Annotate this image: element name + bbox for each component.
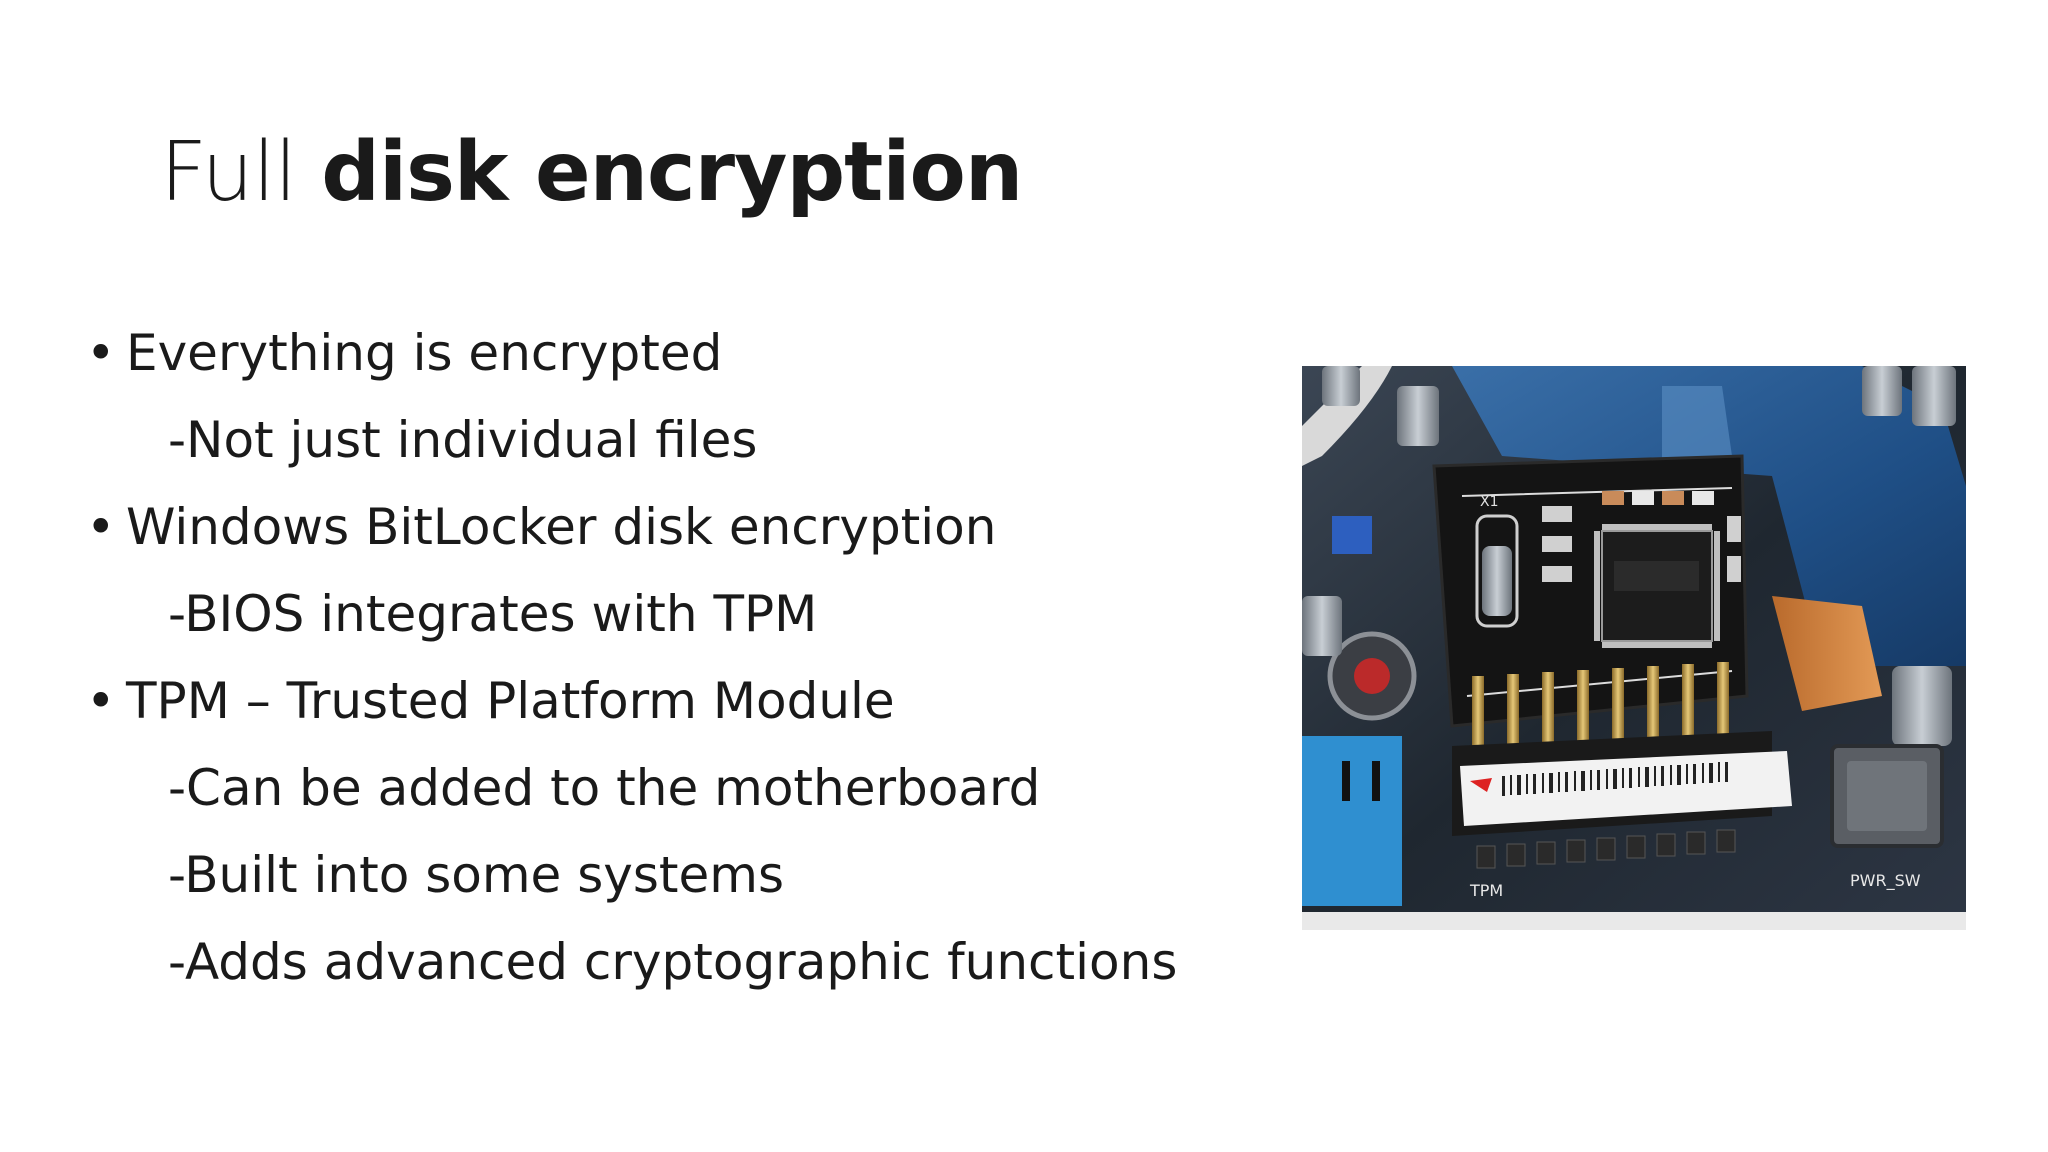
- bullet-icon: •: [86, 498, 116, 556]
- capacitor: [1892, 666, 1952, 746]
- list-item: -Can be added to the motherboard: [84, 745, 1264, 832]
- tpm-module-photo: X1: [1302, 366, 1966, 930]
- heatsink-highlight: [1662, 386, 1732, 461]
- list-item-text: TPM – Trusted Platform Module: [126, 672, 895, 730]
- list-item-text: Everything is encrypted: [126, 324, 723, 382]
- list-item-text: -Adds advanced cryptographic functions: [168, 933, 1178, 991]
- header-pins: [1472, 662, 1729, 756]
- jumper: [1332, 516, 1372, 554]
- capacitor: [1912, 366, 1956, 426]
- cable: [1302, 366, 1392, 466]
- sticker-mark: [1470, 778, 1492, 792]
- header-slot: [1342, 761, 1350, 801]
- list-item-text: -Not just individual files: [168, 411, 758, 469]
- usb-header: [1302, 736, 1402, 906]
- photo-bottom-edge: [1302, 912, 1966, 930]
- list-item-text: Windows BitLocker disk encryption: [126, 498, 997, 556]
- capacitor: [1397, 386, 1439, 446]
- list-item: -Adds advanced cryptographic functions: [84, 919, 1264, 1006]
- capacitor: [1862, 366, 1902, 416]
- list-item-text: -Can be added to the motherboard: [168, 759, 1041, 817]
- chip-marking: [1614, 561, 1699, 591]
- crystal-outline: [1475, 514, 1519, 628]
- header-slot: [1372, 761, 1380, 801]
- x1-label: X1: [1480, 494, 1499, 510]
- bullet-icon: •: [86, 324, 116, 382]
- tpm-label: TPM: [1469, 881, 1503, 900]
- power-switch-cap: [1847, 761, 1927, 831]
- slide-title: Full disk encryption: [160, 118, 1023, 228]
- chip-pins: [1594, 524, 1720, 648]
- list-item: -Not just individual files: [84, 397, 1264, 484]
- bullet-icon: •: [86, 672, 116, 730]
- tpm-photo-illustration: X1: [1302, 366, 1966, 930]
- title-light: Full: [160, 125, 322, 220]
- pwr-sw-label: PWR_SW: [1850, 871, 1921, 891]
- list-item: -Built into some systems: [84, 832, 1264, 919]
- board-pins: [1476, 829, 1736, 869]
- capacitor: [1322, 366, 1360, 406]
- capacitor-mark: [1354, 658, 1390, 694]
- title-bold: disk encryption: [321, 125, 1023, 220]
- bullet-list: • Everything is encrypted -Not just indi…: [84, 310, 1264, 1006]
- list-item-text: -BIOS integrates with TPM: [168, 585, 818, 643]
- list-item: • Everything is encrypted: [84, 310, 1264, 397]
- heatsink: [1452, 366, 1966, 666]
- list-item: • TPM – Trusted Platform Module: [84, 658, 1264, 745]
- smd-components: [1542, 491, 1741, 582]
- heat-pipe: [1772, 596, 1882, 711]
- list-item: -BIOS integrates with TPM: [84, 571, 1264, 658]
- list-item: • Windows BitLocker disk encryption: [84, 484, 1264, 571]
- capacitor: [1302, 596, 1342, 656]
- crystal: [1482, 546, 1512, 616]
- tpm-pcb: [1432, 454, 1749, 728]
- barcode: [1502, 762, 1728, 796]
- list-item-text: -Built into some systems: [168, 846, 785, 904]
